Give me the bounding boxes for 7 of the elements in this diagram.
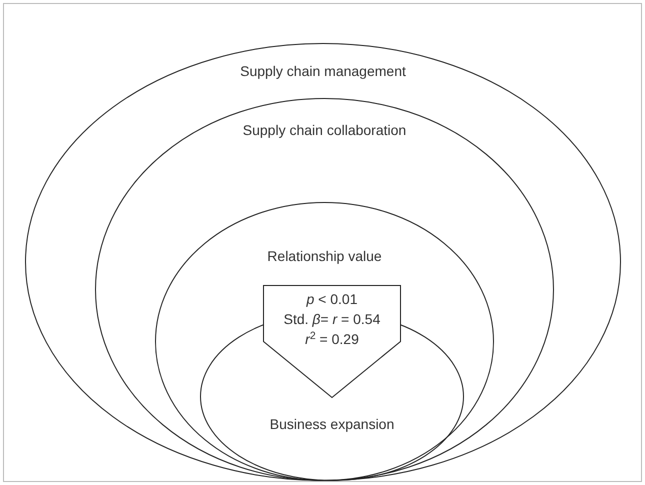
statistic-text: p < 0.01 [306,290,358,309]
ellipse-label: Business expansion [270,415,394,434]
statistic-text: Std. β= r = 0.54 [284,310,380,329]
ellipse-label: Relationship value [267,247,382,266]
ellipse-label: Supply chain management [240,62,406,81]
statistic-text: r$^{2}$ = 0.29 [305,329,359,349]
ellipse-label: Supply chain collaboration [242,121,406,140]
